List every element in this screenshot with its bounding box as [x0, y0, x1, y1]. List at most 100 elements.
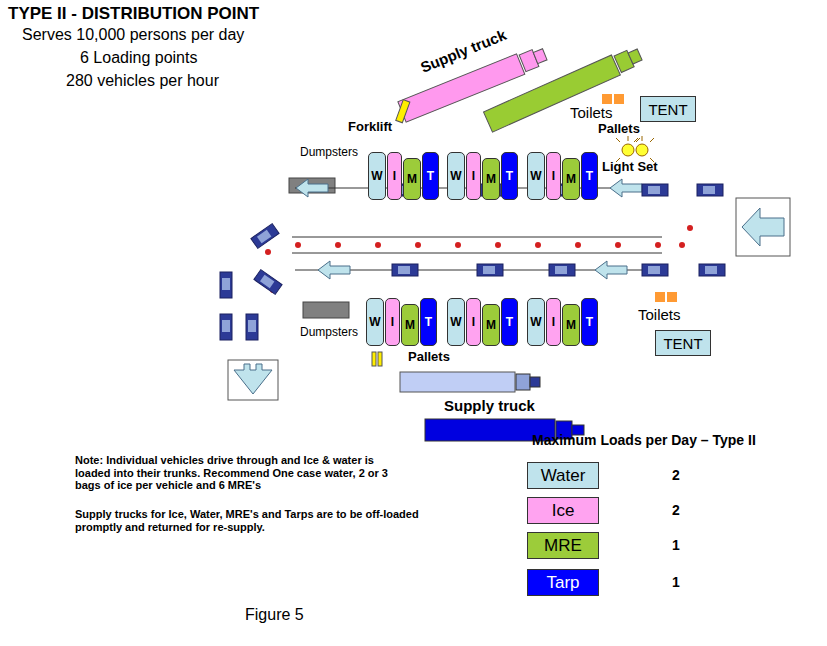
light-set [622, 144, 634, 156]
entry-arrow [736, 198, 790, 256]
node-text: M [486, 172, 496, 186]
node-text: W [450, 169, 461, 183]
node-text: W [530, 315, 541, 329]
cone-dots [679, 242, 685, 248]
site-illustration [296, 179, 328, 197]
site-illustration [610, 179, 642, 197]
supply-pallet: I [546, 152, 561, 200]
legend-value: 2 [672, 467, 680, 483]
cars [220, 184, 725, 340]
site-illustration [595, 261, 627, 279]
supply-truck [400, 372, 584, 441]
toilet [667, 292, 677, 302]
dumpsters-label: Dumpsters [300, 146, 358, 160]
node-text: T [425, 315, 432, 329]
supply-truck [400, 372, 515, 392]
cars [254, 270, 282, 295]
cars [392, 264, 418, 276]
subtitle: Serves 10,000 persons per day [22, 26, 244, 44]
diagram-title: TYPE II - DISTRIBUTION POINT [8, 4, 259, 24]
node-text: I [472, 169, 475, 183]
node-text: T [586, 169, 593, 183]
node-text: TENT [648, 101, 687, 118]
legend-value: 2 [672, 502, 680, 518]
cone-dots [415, 242, 421, 248]
tent: TENT [640, 96, 696, 122]
cars [477, 264, 503, 276]
cars [220, 272, 232, 298]
supply-truck [484, 55, 621, 132]
figure-caption: Figure 5 [245, 606, 304, 624]
cone-dots [495, 242, 501, 248]
forklift [396, 100, 410, 123]
node-text: I [391, 315, 394, 329]
cars [642, 184, 668, 196]
cone-dots [295, 242, 301, 248]
cars [697, 184, 723, 196]
supply-pallet: T [422, 152, 439, 200]
node-text: W [530, 169, 541, 183]
legend-text: Tarp [546, 573, 579, 593]
node-text: M [566, 318, 576, 332]
cone-dots [575, 242, 581, 248]
node-text: M [566, 172, 576, 186]
pallets-label: Pallets [408, 350, 450, 365]
legend-value: 1 [672, 574, 680, 590]
site-illustration [318, 261, 350, 279]
subtitle: 280 vehicles per hour [66, 72, 219, 90]
supply-pallet: I [385, 298, 400, 346]
exit-arrow [228, 360, 278, 400]
supply-pallet: W [447, 152, 465, 200]
supply-pallet: T [501, 152, 518, 200]
node-text: I [393, 169, 396, 183]
supply-truck [628, 49, 642, 64]
dumpsters-label: Dumpsters [300, 326, 358, 340]
node-text: M [486, 318, 496, 332]
node-text: I [552, 169, 555, 183]
node-text: W [371, 169, 382, 183]
cone-dots [655, 242, 661, 248]
pallets-label: Pallets [598, 122, 640, 137]
node-text: M [407, 172, 417, 186]
supply-pallet: T [581, 152, 598, 200]
supply-pallet: I [546, 298, 561, 346]
forklift [372, 352, 382, 366]
node-text: M [405, 318, 415, 332]
supply-pallet: W [368, 152, 386, 200]
tent: TENT [655, 330, 711, 356]
cone-dots [687, 225, 693, 231]
supply-pallet: I [466, 152, 481, 200]
cars [246, 314, 258, 340]
cone-dots [535, 242, 541, 248]
dumpster [303, 302, 349, 318]
truck-label: Supply truck [444, 397, 535, 414]
forklift-label: Forklift [348, 120, 392, 135]
legend-swatch: Water [527, 462, 599, 489]
toilets-label: Toilets [570, 104, 613, 121]
cars [642, 264, 668, 276]
legend-swatch: Tarp [527, 569, 599, 596]
node-text: TENT [663, 335, 702, 352]
supply-pallet: T [420, 298, 437, 346]
exit-arrow [234, 364, 272, 394]
legend-swatch: Ice [527, 497, 599, 524]
light-set [616, 136, 654, 162]
cars [251, 224, 279, 249]
supply-pallet: T [501, 298, 518, 346]
cone-dots [335, 242, 341, 248]
lane-lines [292, 253, 662, 254]
forklift [396, 100, 410, 123]
supply-pallet: W [447, 298, 465, 346]
cars [549, 264, 575, 276]
light-set-label: Light Set [602, 160, 658, 175]
node-text: T [586, 315, 593, 329]
supply-pallet: M [482, 304, 500, 346]
note-text: Supply trucks for Ice, Water, MRE's and … [75, 508, 435, 533]
supply-pallet: I [466, 298, 481, 346]
node-text: T [506, 169, 513, 183]
node-text: T [427, 169, 434, 183]
light-set [616, 136, 654, 162]
node-text: W [369, 315, 380, 329]
supply-pallet: M [562, 304, 580, 346]
